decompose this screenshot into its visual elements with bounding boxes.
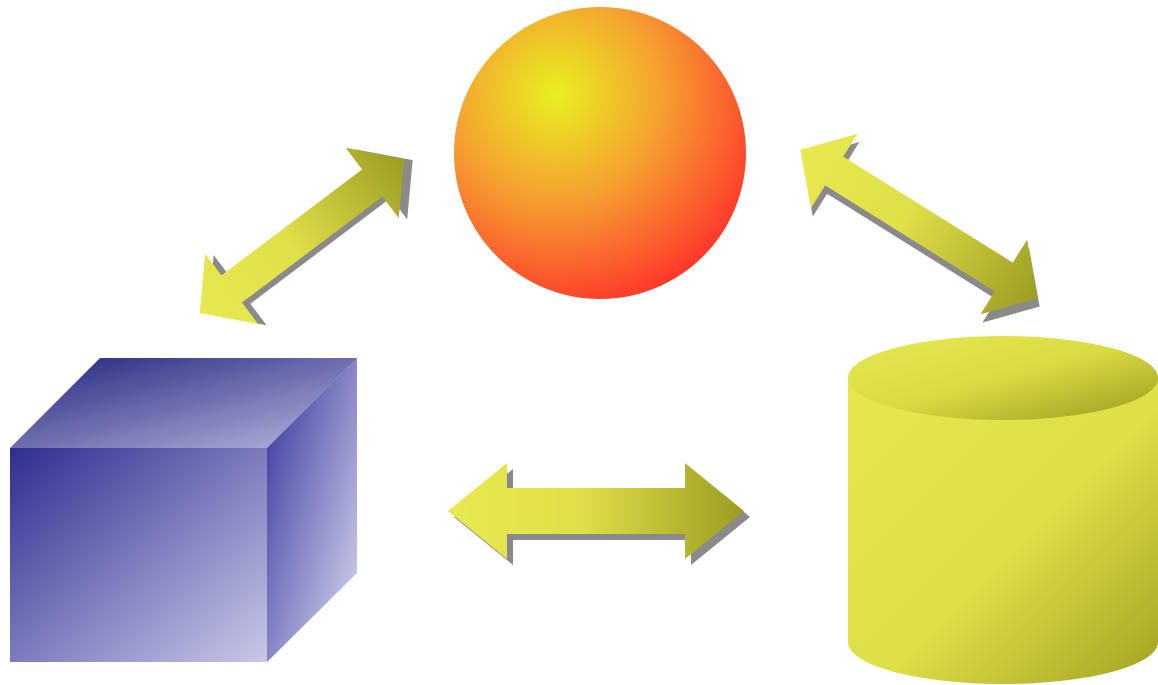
cube-shape [10, 358, 357, 662]
arrow-cube-sphere [199, 147, 413, 326]
arrow-cube-cylinder [448, 463, 750, 565]
cylinder-shape [848, 336, 1158, 684]
sphere-shape [454, 7, 746, 299]
arrow-sphere-cylinder [800, 133, 1040, 323]
